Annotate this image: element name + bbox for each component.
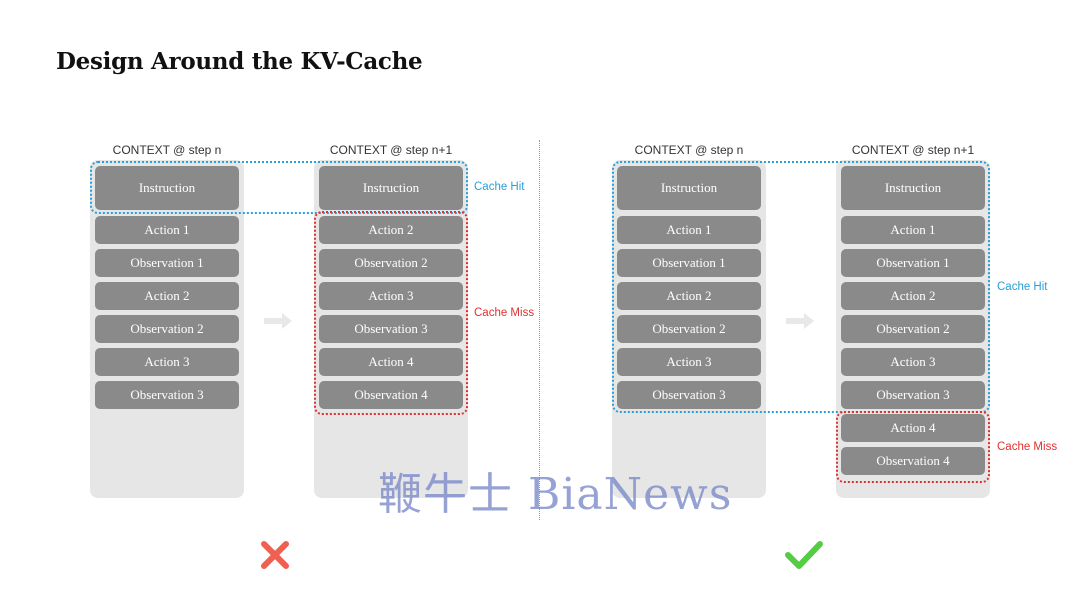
context-label-step-n: CONTEXT @ step n [634,143,744,157]
block-action: Action 1 [95,216,239,244]
block-observation: Observation 3 [841,381,985,409]
cache-hit-label: Cache Hit [474,181,525,193]
block-action: Action 1 [841,216,985,244]
block-observation: Observation 2 [95,315,239,343]
right-arrow-icon [264,313,292,329]
block-instruction: Instruction [841,166,985,210]
cache-hit-label: Cache Hit [997,281,1048,293]
block-action: Action 2 [319,216,463,244]
block-action: Action 3 [617,348,761,376]
block-observation: Observation 3 [319,315,463,343]
slide-title: Design Around the KV-Cache [56,48,423,75]
cache-hit-outline [90,161,468,214]
context-label-step-n1: CONTEXT @ step n+1 [851,143,975,157]
check-icon [785,541,823,569]
context-label-step-n: CONTEXT @ step n [112,143,222,157]
right-arrow-icon [786,313,814,329]
block-observation: Observation 1 [95,249,239,277]
context-label-step-n1: CONTEXT @ step n+1 [329,143,453,157]
block-observation: Observation 1 [841,249,985,277]
cross-icon [261,541,289,569]
block-action: Action 2 [841,282,985,310]
block-action: Action 4 [841,414,985,442]
cache-miss-label: Cache Miss [997,441,1058,453]
block-instruction: Instruction [319,166,463,210]
block-observation: Observation 1 [617,249,761,277]
block-instruction: Instruction [617,166,761,210]
block-observation: Observation 2 [319,249,463,277]
block-instruction: Instruction [95,166,239,210]
block-action: Action 2 [617,282,761,310]
block-observation: Observation 4 [841,447,985,475]
block-observation: Observation 3 [95,381,239,409]
block-action: Action 3 [95,348,239,376]
cache-miss-outline [314,211,468,415]
context-column-step-n1: Instruction Action 1 Observation 1 Actio… [836,160,990,498]
block-action: Action 4 [319,348,463,376]
context-column-step-n1: Instruction Action 2 Observation 2 Actio… [314,160,468,498]
block-observation: Observation 2 [841,315,985,343]
block-observation: Observation 2 [617,315,761,343]
block-action: Action 3 [319,282,463,310]
context-column-step-n: Instruction Action 1 Observation 1 Actio… [612,160,766,498]
block-action: Action 1 [617,216,761,244]
block-observation: Observation 4 [319,381,463,409]
cache-miss-outline [836,411,990,483]
block-action: Action 3 [841,348,985,376]
cache-miss-label: Cache Miss [474,307,535,319]
context-column-step-n: Instruction Action 1 Observation 1 Actio… [90,160,244,498]
cache-hit-outline [612,161,990,413]
watermark: 鞭牛士 BiaNews [378,469,733,520]
panel-divider [539,140,540,520]
block-action: Action 2 [95,282,239,310]
block-observation: Observation 3 [617,381,761,409]
